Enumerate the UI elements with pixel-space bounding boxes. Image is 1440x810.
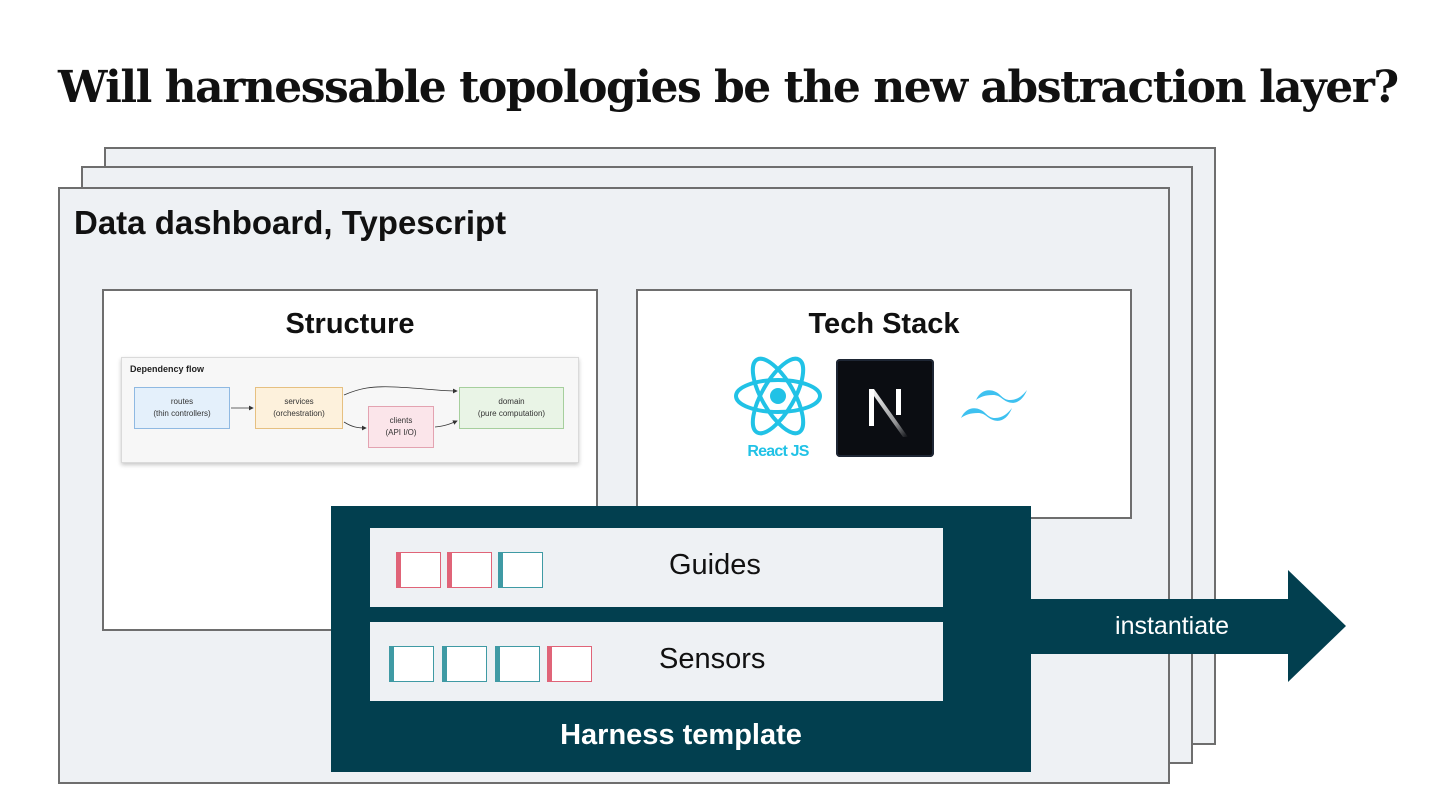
sensor-square-icon xyxy=(547,646,592,682)
react-logo-icon: React JS xyxy=(734,356,822,460)
page-title: Will harnessable topologies be the new a… xyxy=(58,62,1399,113)
tailwind-logo-icon xyxy=(961,390,1027,421)
guides-label: Guides xyxy=(669,549,761,581)
tech-stack-title: Tech Stack xyxy=(808,308,960,340)
sensor-square-icon xyxy=(389,646,434,682)
dependency-node-domain: domain (pure computation) xyxy=(459,387,564,429)
template-card-title: Data dashboard, Typescript xyxy=(74,204,507,241)
guide-square-icon xyxy=(447,552,492,588)
nextjs-logo-icon xyxy=(836,359,934,457)
structure-title: Structure xyxy=(285,308,415,340)
dependency-node-detail: (pure computation) xyxy=(477,409,546,418)
dependency-node-detail: (API I/O) xyxy=(385,428,417,437)
react-logo-caption: React JS xyxy=(747,443,809,460)
instantiate-label: instantiate xyxy=(1115,612,1229,640)
dependency-node-name: clients xyxy=(389,416,413,425)
dependency-flow-title: Dependency flow xyxy=(130,364,205,374)
harness-template-label: Harness template xyxy=(560,719,802,751)
dependency-node-clients: clients (API I/O) xyxy=(368,406,434,448)
dependency-node-name: services xyxy=(284,397,314,406)
sensors-label: Sensors xyxy=(659,643,766,675)
dependency-node-services: services (orchestration) xyxy=(255,387,343,429)
dependency-node-routes: routes (thin controllers) xyxy=(134,387,230,429)
dependency-node-name: domain xyxy=(498,397,525,406)
sensor-square-icon xyxy=(442,646,487,682)
dependency-node-detail: (orchestration) xyxy=(273,409,325,418)
dependency-node-name: routes xyxy=(170,397,194,406)
guide-square-icon xyxy=(498,552,543,588)
instantiate-arrow xyxy=(1028,570,1346,682)
dependency-node-detail: (thin controllers) xyxy=(153,409,211,418)
sensor-square-icon xyxy=(495,646,540,682)
guide-square-icon xyxy=(396,552,441,588)
